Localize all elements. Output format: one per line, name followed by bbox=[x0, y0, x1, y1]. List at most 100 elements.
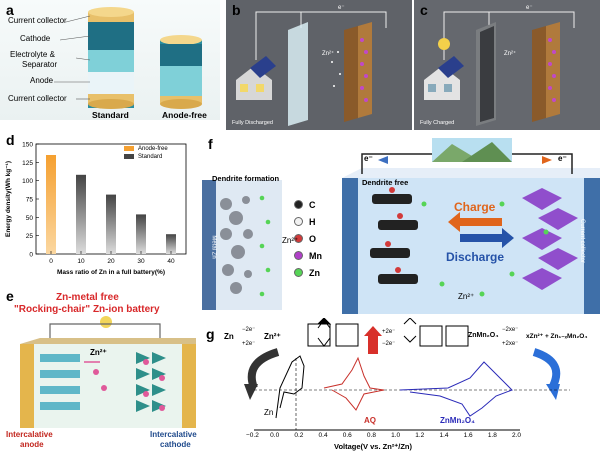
eq-zn-bottom: +2e⁻ bbox=[242, 341, 256, 347]
curve-label-aq: AQ bbox=[364, 416, 376, 425]
panel-b-ion: Zn²⁺ bbox=[322, 51, 335, 57]
bar-standard bbox=[166, 234, 176, 254]
dendrite-illustration bbox=[202, 138, 600, 314]
voltage-axis-label: Voltage(V vs. Zn²⁺/Zn) bbox=[334, 442, 412, 451]
voltage-tick-label: 0.6 bbox=[342, 432, 352, 439]
y-tick-label: 0 bbox=[29, 252, 33, 259]
label-discharge: Discharge bbox=[446, 250, 505, 264]
panel-b-electron: e⁻ bbox=[338, 5, 345, 11]
bar-standard bbox=[76, 174, 86, 254]
voltage-tick-label: 0.4 bbox=[318, 432, 328, 439]
atom-swatch-icon bbox=[294, 268, 303, 277]
title-zn-metal-free: Zn-metal free bbox=[56, 292, 119, 303]
panel-a: a a Current co bbox=[0, 0, 220, 120]
x-axis-label: Mass ratio of Zn in a full battery(%) bbox=[57, 269, 165, 276]
eq-zn-top: −2e⁻ bbox=[242, 327, 256, 333]
atom-label: H bbox=[309, 216, 316, 227]
atom-swatch-icon bbox=[294, 251, 303, 260]
battery-cells bbox=[54, 7, 202, 109]
layer-electrolyte: Electrolyte & bbox=[10, 50, 55, 59]
panel-d-letter: d bbox=[6, 132, 15, 148]
layer-separator: Separator bbox=[22, 60, 58, 69]
voltage-tick-label: 1.8 bbox=[487, 432, 497, 439]
eq-zmo-bottom: +2xe⁻ bbox=[502, 341, 519, 347]
eq-zn-right: Zn²⁺ bbox=[264, 332, 281, 341]
panel-c: c e⁻ Zn²⁺ Fully Charged bbox=[414, 0, 600, 130]
voltage-tick-label: 1.2 bbox=[415, 432, 425, 439]
cv-curves bbox=[244, 318, 570, 431]
y-tick-label: 25 bbox=[26, 233, 34, 240]
legend-label: Standard bbox=[138, 154, 162, 160]
y-tick-label: 150 bbox=[22, 142, 33, 149]
y-tick-label: 125 bbox=[22, 160, 33, 167]
layer-current-collector-bottom: Current collector bbox=[8, 94, 67, 103]
legend-item-mn: Mn bbox=[294, 247, 334, 264]
panel-g: g Zn −2e⁻ +2e⁻ Zn²⁺ +2e⁻ −2e⁻ ZnMn₂O₄ −2… bbox=[206, 318, 600, 454]
panel-c-ion: Zn²⁺ bbox=[504, 51, 517, 57]
atom-label: O bbox=[309, 233, 317, 244]
label-metal-zn: Metal Zn bbox=[210, 235, 217, 259]
zn-ion-right: Zn²⁺ bbox=[458, 292, 475, 301]
y-tick-label: 75 bbox=[26, 197, 34, 204]
atom-label: Mn bbox=[309, 250, 322, 261]
legend-swatch bbox=[124, 146, 134, 151]
atom-swatch-icon bbox=[294, 200, 303, 209]
legend-label: Anode-free bbox=[138, 146, 168, 152]
label-intercalative-anode-2: anode bbox=[20, 440, 44, 449]
eq-zmo-right: xZn²⁺ + Zn₁₋ₓMn₂O₄ bbox=[526, 333, 588, 340]
panel-e-ion: Zn²⁺ bbox=[90, 348, 107, 357]
charged-cell-illustration bbox=[414, 0, 600, 130]
panel-b-letter: b bbox=[232, 2, 241, 18]
label-intercalative-anode-1: Intercalative bbox=[6, 430, 53, 439]
layer-current-collector-top: Current collector bbox=[8, 16, 67, 25]
label-current-collector-left: Current collector bbox=[337, 218, 344, 264]
legend-item-zn: Zn bbox=[294, 264, 334, 281]
voltage-tick-label: 0.8 bbox=[366, 432, 376, 439]
anode-free-cell bbox=[160, 35, 202, 109]
atom-swatch-icon bbox=[294, 217, 303, 226]
voltage-tick-label: 0.2 bbox=[294, 432, 304, 439]
voltage-tick-label: −0.2 bbox=[246, 432, 259, 439]
voltage-tick-label: 1.0 bbox=[391, 432, 401, 439]
legend-item-h: H bbox=[294, 213, 334, 230]
layer-anode: Anode bbox=[30, 76, 54, 85]
curve-label-zmo: ZnMn₂O₄ bbox=[440, 416, 475, 425]
label-intercalative-cathode-1: Intercalative bbox=[150, 430, 197, 439]
panel-c-caption: Fully Charged bbox=[420, 120, 455, 126]
title-rocking-chair: "Rocking-chair" Zn-ion battery bbox=[14, 304, 160, 315]
legend-swatch bbox=[124, 154, 134, 159]
y-axis-label: Energy density(Wh kg⁻¹) bbox=[5, 161, 12, 237]
voltage-tick-label: 2.0 bbox=[512, 432, 522, 439]
atom-label: C bbox=[309, 199, 316, 210]
curve-label-zn: Zn bbox=[264, 408, 274, 417]
label-anode-free: Anode-free bbox=[162, 110, 207, 120]
label-current-collector-right: Current collector bbox=[579, 218, 586, 264]
voltage-tick-label: 1.6 bbox=[463, 432, 473, 439]
x-tick-label: 0 bbox=[49, 258, 53, 265]
voltage-tick-label: 0.0 bbox=[270, 432, 280, 439]
x-tick-label: 30 bbox=[137, 258, 145, 265]
panel-e-letter: e bbox=[6, 288, 14, 304]
atom-swatch-icon bbox=[294, 234, 303, 243]
label-standard: Standard bbox=[92, 110, 129, 120]
standard-cell bbox=[88, 7, 134, 109]
discharged-cell-illustration bbox=[226, 0, 412, 130]
bar-anode-free bbox=[46, 155, 56, 254]
label-dendrite-formation: Dendrite formation bbox=[212, 174, 280, 183]
x-tick-label: 20 bbox=[107, 258, 115, 265]
x-tick-label: 10 bbox=[77, 258, 85, 265]
x-tick-label: 40 bbox=[167, 258, 175, 265]
panel-b: b e⁻ Zn²⁺ Fully Discharged bbox=[226, 0, 412, 130]
voltage-tick-label: 1.4 bbox=[439, 432, 449, 439]
panel-f-letter: f bbox=[208, 136, 213, 152]
eq-aq-bottom: −2e⁻ bbox=[382, 341, 396, 347]
layer-cathode: Cathode bbox=[20, 34, 51, 43]
label-charge: Charge bbox=[454, 200, 496, 214]
y-tick-label: 50 bbox=[26, 215, 34, 222]
eq-aq-top: +2e⁻ bbox=[382, 329, 396, 335]
label-intercalative-cathode-2: cathode bbox=[160, 440, 191, 449]
eq-zmo-left: ZnMn₂O₄ bbox=[468, 332, 499, 339]
